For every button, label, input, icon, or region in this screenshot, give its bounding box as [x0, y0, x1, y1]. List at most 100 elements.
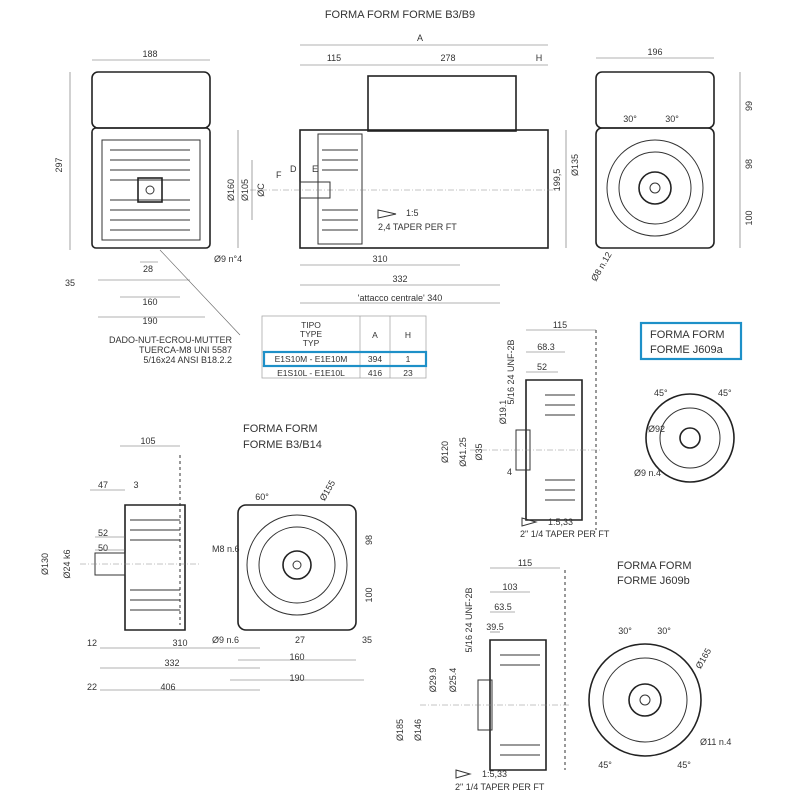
- dim-d160: Ø160: [226, 179, 236, 201]
- j609a-highlight: [639, 321, 743, 361]
- dim-100: 100: [364, 587, 374, 602]
- dim-holes: Ø9 n°4: [214, 254, 242, 264]
- taper-ratio: 1:5,33: [548, 517, 573, 527]
- dim-340: 'attacco centrale' 340: [358, 293, 443, 303]
- dim-52: 52: [537, 362, 547, 372]
- dim-3: 3: [133, 480, 138, 490]
- dim-d29-9: Ø29.9: [428, 668, 438, 693]
- side-view: A 115 278 H Ø160 Ø105 ØC F D E 1:5 2,4 T…: [226, 33, 567, 304]
- m8-holes: M8 n.6: [212, 544, 240, 554]
- dim-160: 160: [142, 297, 157, 307]
- angle-45-left: 45°: [598, 760, 612, 770]
- taper-ratio: 1:5,33: [482, 769, 507, 779]
- angle-30-right: 30°: [657, 626, 671, 636]
- angle-45-left: 45°: [654, 388, 668, 398]
- dim-d92: Ø92: [648, 424, 665, 434]
- nut-note-1: DADO-NUT-ECROU-MUTTER: [109, 335, 232, 345]
- th-type: TYPE: [300, 329, 323, 339]
- angle-45-right: 45°: [718, 388, 732, 398]
- dim-332: 332: [392, 274, 407, 284]
- dim-115: 115: [553, 320, 567, 330]
- dim-98: 98: [744, 159, 754, 169]
- main-title: FORMA FORM FORME B3/B9: [325, 9, 475, 21]
- b14-view: FORMA FORM FORME B3/B14 105 47 3 52 50 Ø…: [40, 423, 374, 692]
- front-view: 188 297 Ø9 n°4 28 35 160 190 DADO-NUT-EC…: [54, 49, 242, 365]
- table-row: E1S10L - E1E10L 416 23: [277, 368, 413, 378]
- taper-note: 2" 1/4 TAPER PER FT: [520, 529, 610, 539]
- dim-196: 196: [647, 47, 662, 57]
- dim-d165: Ø165: [694, 646, 714, 670]
- th-H: H: [405, 330, 411, 340]
- type-table: TIPO TYPE TYP A H E1S10M - E1E10M 394 1 …: [261, 315, 428, 379]
- dim-d19-1: Ø19.1: [498, 400, 508, 425]
- j609b-view: FORMA FORM FORME J609b 115 103 63.5 39.5…: [395, 558, 731, 792]
- taper-note: 2,4 TAPER PER FT: [378, 222, 457, 232]
- j609b-title-1: FORMA FORM: [617, 560, 692, 572]
- dim-47: 47: [98, 480, 108, 490]
- dim-A: A: [417, 33, 423, 43]
- dim-holes-4: Ø9 n.4: [634, 468, 661, 478]
- dim-115: 115: [518, 558, 532, 568]
- angle-60: 60°: [255, 492, 269, 502]
- j609b-title-2: FORME J609b: [617, 575, 690, 587]
- nut-note-3: 5/16x24 ANSI B18.2.2: [143, 355, 232, 365]
- dim-d155: Ø155: [318, 478, 338, 502]
- dim-332: 332: [164, 658, 179, 668]
- table-row: E1S10M - E1E10M 394 1: [275, 354, 411, 364]
- dim-d185: Ø185: [395, 719, 405, 741]
- dim-310: 310: [372, 254, 387, 264]
- th-typ: TYP: [303, 338, 320, 348]
- dim-52: 52: [98, 528, 108, 538]
- dim-310: 310: [172, 638, 187, 648]
- taper-ratio: 1:5: [406, 208, 419, 218]
- dim-190: 190: [142, 316, 157, 326]
- dim-dC: ØC: [256, 183, 266, 197]
- angle-30-right: 30°: [665, 114, 679, 124]
- dim-holes-12: Ø8 n.12: [589, 250, 614, 283]
- row-type: E1S10M - E1E10M: [275, 354, 348, 364]
- dim-holes-6: Ø9 n.6: [212, 635, 239, 645]
- taper-note: 2" 1/4 TAPER PER FT: [455, 782, 545, 792]
- thread-note: 5/16 24 UNF-2B: [464, 587, 474, 652]
- th-A: A: [372, 330, 378, 340]
- row-H: 23: [403, 368, 413, 378]
- dim-D: D: [290, 164, 297, 174]
- dim-d35: Ø35: [474, 443, 484, 460]
- th-tipo: TIPO: [301, 320, 321, 330]
- angle-30-left: 30°: [618, 626, 632, 636]
- j609a-view: FORMA FORM FORME J609a 115 68.3 52 5/16 …: [440, 320, 743, 539]
- dim-E: E: [312, 164, 318, 174]
- dim-190: 190: [289, 673, 304, 683]
- b14-title-1: FORMA FORM: [243, 423, 318, 435]
- row-A: 394: [368, 354, 382, 364]
- dim-d41-25: Ø41.25: [458, 437, 468, 467]
- end-view: 196 99 98 100 30° 30° Ø135 Ø8 n.12: [570, 47, 754, 283]
- dim-holes-4: Ø11 n.4: [700, 737, 731, 747]
- angle-30-left: 30°: [623, 114, 637, 124]
- row-type: E1S10L - E1E10L: [277, 368, 345, 378]
- dim-d25-4: Ø25.4: [448, 668, 458, 693]
- row-A: 416: [368, 368, 382, 378]
- dim-12: 12: [87, 638, 97, 648]
- dim-115: 115: [327, 53, 341, 63]
- angle-45-right: 45°: [677, 760, 691, 770]
- dim-160: 160: [289, 652, 304, 662]
- dim-H: H: [536, 53, 543, 63]
- nut-note-2: TUERCA-M8 UNI 5587: [139, 345, 232, 355]
- j609a-title-2: FORME J609a: [650, 344, 724, 356]
- j609a-title-1: FORMA FORM: [650, 329, 725, 341]
- dim-F: F: [276, 170, 282, 180]
- dim-100: 100: [744, 210, 754, 225]
- row-highlight: [262, 350, 428, 368]
- dim-22: 22: [87, 682, 97, 692]
- dim-28: 28: [143, 264, 153, 274]
- dim-68-3: 68.3: [537, 342, 555, 352]
- thread-note: 5/16 24 UNF-2B: [506, 339, 516, 404]
- dim-4: 4: [507, 467, 512, 477]
- dim-39-5: 39.5: [486, 622, 504, 632]
- dim-63-5: 63.5: [494, 602, 512, 612]
- dim-35: 35: [65, 278, 75, 288]
- dim-d146: Ø146: [413, 719, 423, 741]
- dim-50: 50: [98, 543, 108, 553]
